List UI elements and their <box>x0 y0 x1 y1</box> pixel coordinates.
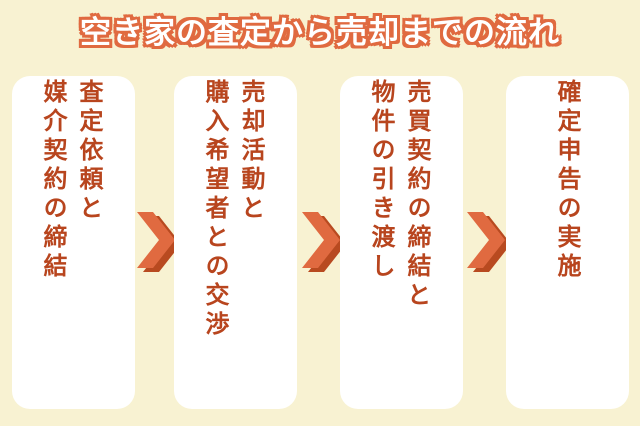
step-1-line-1: 査定依頼と <box>75 79 103 224</box>
chevron-right-icon <box>302 212 346 272</box>
step-3-text: 売買契約の締結と 物件の引き渡し <box>363 79 435 399</box>
step-4-text: 確定申告の実施 <box>549 79 585 399</box>
step-card-2: 売却活動と 購入希望者との交渉 <box>174 76 297 409</box>
step-2-text: 売却活動と 購入希望者との交渉 <box>197 79 269 399</box>
step-4-line-1: 確定申告の実施 <box>553 79 581 282</box>
chevron-right-icon <box>467 212 511 272</box>
step-2-line-2: 購入希望者との交渉 <box>201 79 229 340</box>
step-3-line-2: 物件の引き渡し <box>367 79 395 282</box>
step-1-line-2: 媒介契約の締結 <box>39 79 67 282</box>
step-card-4: 確定申告の実施 <box>506 76 629 409</box>
step-2-line-1: 売却活動と <box>237 79 265 224</box>
chevron-right-icon <box>137 212 181 272</box>
step-1-text: 査定依頼と 媒介契約の締結 <box>35 79 107 399</box>
page-title: 空き家の査定から売却までの流れ <box>80 15 560 51</box>
step-3-line-1: 売買契約の締結と <box>403 79 431 311</box>
step-card-3: 売買契約の締結と 物件の引き渡し <box>340 76 463 409</box>
step-card-1: 査定依頼と 媒介契約の締結 <box>12 76 135 409</box>
